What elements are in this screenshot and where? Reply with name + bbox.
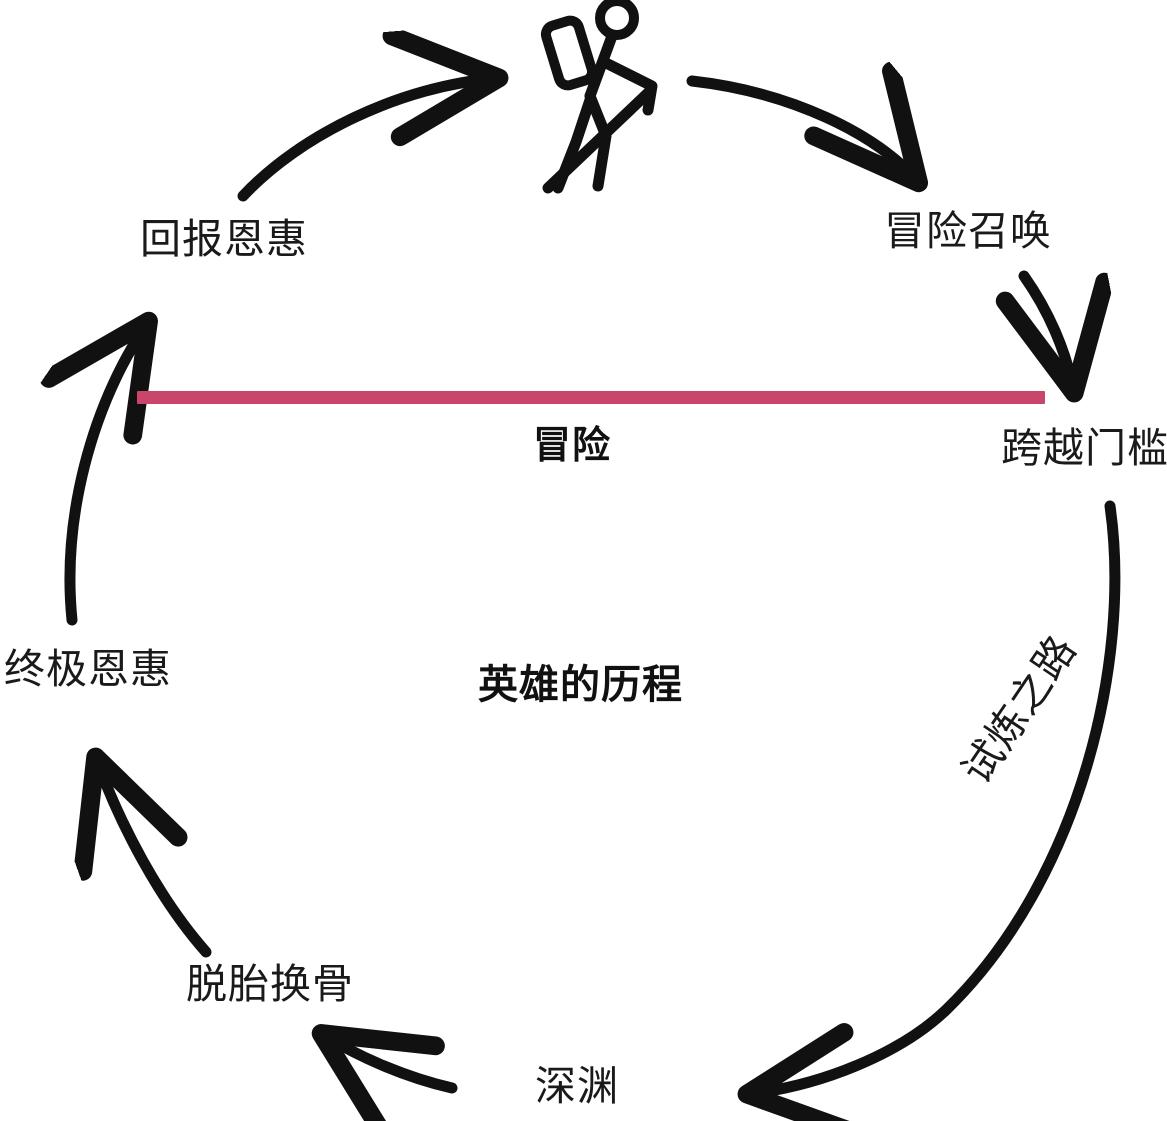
adventure-band-line bbox=[137, 391, 1045, 404]
arrow-threshold-to-abyss bbox=[748, 500, 1121, 1094]
arrow-transformation-to-boon bbox=[96, 758, 212, 958]
arrow-hero-to-call bbox=[686, 81, 918, 182]
adventure-band-label: 冒险 bbox=[533, 425, 612, 467]
arrow-return-to-hero bbox=[237, 78, 498, 202]
arrow-abyss-to-transformation bbox=[322, 1034, 458, 1088]
stage-label-return-with-boon: 回报恩惠 bbox=[140, 216, 308, 262]
arrow-boon-to-return bbox=[70, 322, 148, 626]
stage-label-abyss: 深渊 bbox=[535, 1063, 619, 1109]
stage-label-ultimate-boon: 终极恩惠 bbox=[4, 646, 172, 692]
stage-label-transformation: 脱胎换骨 bbox=[186, 961, 354, 1007]
page-title: 英雄的历程 bbox=[478, 663, 683, 707]
stage-label-crossing-threshold: 跨越门槛 bbox=[1001, 425, 1167, 471]
stage-label-call-to-adventure: 冒险召唤 bbox=[884, 208, 1052, 254]
arrow-call-to-threshold bbox=[1024, 270, 1074, 392]
